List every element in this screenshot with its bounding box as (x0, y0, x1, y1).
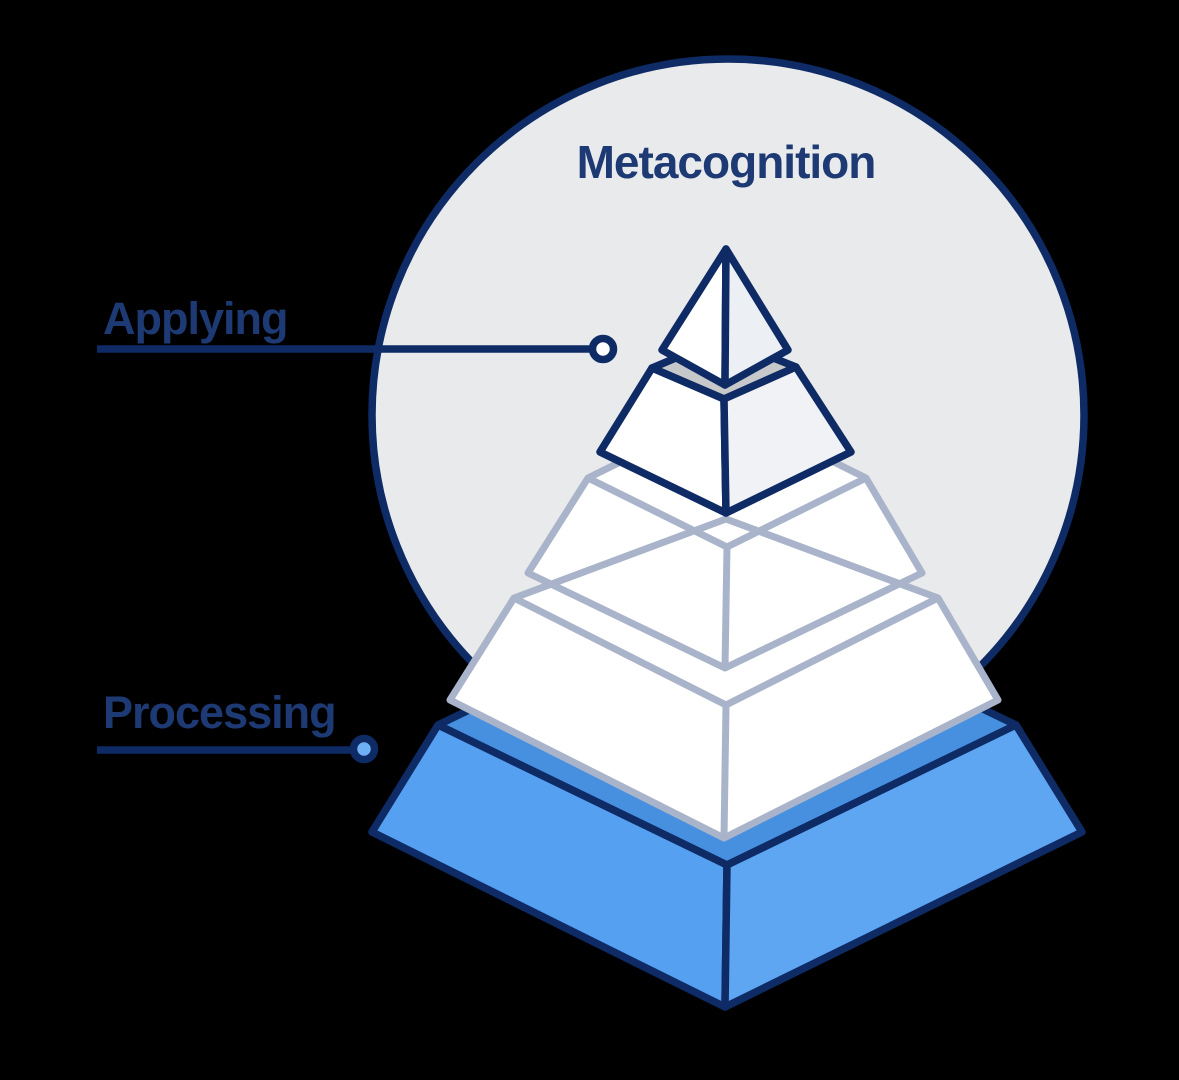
processing-leader-dot-icon (349, 734, 379, 764)
tier3-right-face (724, 598, 998, 838)
processing-label: Processing (103, 687, 336, 738)
pyramid-apex (658, 245, 792, 389)
applying-label: Applying (103, 293, 287, 344)
apex-right-face (721, 245, 792, 389)
upper-frustum-right-face (720, 363, 855, 517)
base-tier-right-face (721, 721, 1086, 1011)
tier3-wireframe (446, 515, 1002, 842)
tier3-left-face (450, 598, 726, 838)
metacognition-label: Metacognition (577, 136, 876, 188)
processing-callout: Processing (97, 687, 379, 764)
applying-leader-dot-icon (588, 334, 618, 364)
applying-callout: Applying (97, 293, 618, 364)
